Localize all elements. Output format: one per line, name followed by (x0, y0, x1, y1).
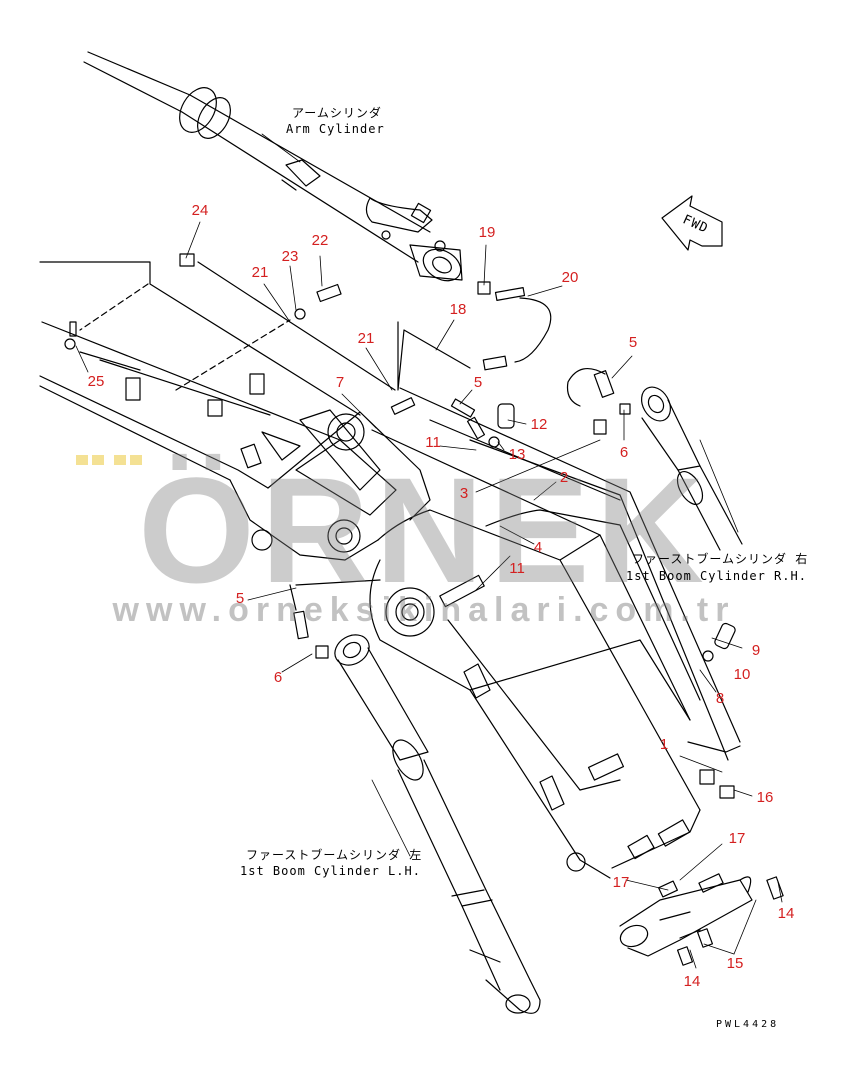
callout-18: 18 (449, 301, 467, 318)
callout-1: 1 (659, 736, 669, 753)
callout-12: 12 (530, 416, 548, 433)
callout-25: 25 (87, 373, 105, 390)
boom-cylinder-lh (334, 634, 541, 1014)
callout-15: 15 (726, 955, 744, 972)
callout-22: 22 (311, 232, 329, 249)
callout-2: 2 (559, 469, 569, 486)
callout-6a: 6 (619, 444, 629, 461)
fwd-arrow-icon (661, 195, 723, 251)
boom-cylinder-lh-label-en: 1st Boom Cylinder L.H. (240, 864, 421, 878)
callout-7: 7 (335, 374, 345, 391)
hoses (79, 261, 741, 761)
callout-11b: 11 (509, 560, 525, 577)
callout-5b: 5 (628, 334, 638, 351)
drawing-number: PWL4428 (716, 1019, 780, 1030)
callout-17b: 17 (612, 874, 630, 891)
callout-4: 4 (533, 539, 543, 556)
callout-24: 24 (191, 202, 209, 219)
watermark-url: www.orneksikinalari.com.tr (112, 591, 736, 629)
watermark-dots-left (70, 452, 110, 466)
boom-cylinder-rh-label-en: 1st Boom Cylinder R.H. (626, 569, 807, 583)
callout-13: 13 (508, 446, 526, 463)
leader-lines (75, 133, 783, 969)
arm-cylinder-label-en: Arm Cylinder (286, 122, 385, 136)
callout-8: 8 (715, 690, 725, 707)
callout-23: 23 (281, 248, 299, 265)
callout-14a: 14 (683, 973, 701, 990)
boom-tip (619, 873, 784, 966)
callout-5a: 5 (473, 374, 483, 391)
arm-cylinder (83, 51, 463, 282)
callout-6b: 6 (273, 669, 283, 686)
arm-cylinder-label-jp: アームシリンダ (292, 106, 382, 120)
callout-14b: 14 (777, 905, 795, 922)
callout-21b: 21 (357, 330, 375, 347)
callout-10: 10 (733, 666, 751, 683)
callout-21a: 21 (251, 264, 269, 281)
boom-cylinder-rh-label-jp: ファーストブームシリンダ 右 (632, 552, 809, 566)
callout-3: 3 (459, 485, 469, 502)
watermark-brand: ÖRNEK (138, 446, 710, 614)
callout-11a: 11 (425, 434, 441, 451)
boom-body (39, 261, 741, 879)
watermark-dots-right (108, 452, 148, 466)
callout-17a: 17 (728, 830, 746, 847)
callout-20: 20 (561, 269, 579, 286)
callout-9: 9 (751, 642, 761, 659)
callout-19: 19 (478, 224, 496, 241)
boom-cylinder-lh-label-jp: ファーストブームシリンダ 左 (246, 848, 423, 862)
boom-cylinder-rh (640, 386, 743, 551)
callout-5c: 5 (235, 590, 245, 607)
callout-16: 16 (756, 789, 774, 806)
